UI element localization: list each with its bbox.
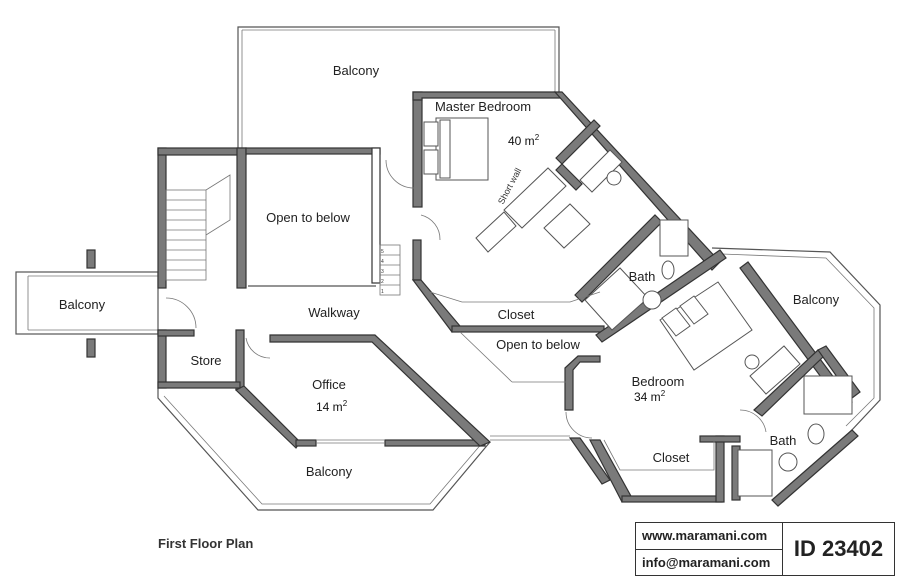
label-balcony-bottom: Balcony — [306, 464, 353, 479]
label-master-bedroom: Master Bedroom — [435, 99, 531, 114]
label-closet-2: Closet — [653, 450, 690, 465]
website-link[interactable]: www.maramani.com — [636, 523, 782, 550]
label-bedroom: Bedroom — [632, 374, 685, 389]
area-master-bedroom: 40 m2 — [508, 133, 540, 148]
stair-step-4: 4 — [381, 259, 384, 265]
furniture — [423, 117, 853, 497]
contact-info: www.maramani.com info@maramani.com — [636, 523, 783, 575]
balcony-right — [711, 247, 881, 433]
stair-step-5: 5 — [381, 249, 384, 255]
label-open-to-below-2: Open to below — [496, 337, 580, 352]
stair-step-2: 2 — [381, 279, 384, 285]
label-closet-1: Closet — [498, 307, 535, 322]
label-open-to-below-1: Open to below — [266, 210, 350, 225]
area-office: 14 m2 — [316, 399, 348, 414]
area-bedroom: 34 m2 — [634, 389, 666, 404]
info-box: www.maramani.com info@maramani.com ID 23… — [635, 522, 895, 576]
walls — [157, 91, 861, 507]
label-balcony-right: Balcony — [793, 292, 840, 307]
balcony-left — [15, 249, 159, 358]
staircase: 5 4 3 2 1 — [165, 174, 401, 296]
plan-title: First Floor Plan — [158, 536, 254, 551]
stair-step-3: 3 — [381, 269, 384, 275]
label-balcony-left: Balcony — [59, 297, 106, 312]
balcony-top — [237, 26, 560, 148]
windows — [316, 331, 570, 444]
balcony-bottom — [157, 388, 491, 511]
email-link[interactable]: info@maramani.com — [642, 554, 771, 570]
stair-step-1: 1 — [381, 289, 384, 295]
label-walkway: Walkway — [308, 305, 360, 320]
label-balcony-top: Balcony — [333, 63, 380, 78]
doors — [165, 159, 767, 439]
label-office: Office — [312, 377, 346, 392]
label-store: Store — [190, 353, 221, 368]
label-bath-2: Bath — [770, 433, 797, 448]
label-bath-1: Bath — [629, 269, 656, 284]
plan-id: ID 23402 — [793, 536, 884, 561]
